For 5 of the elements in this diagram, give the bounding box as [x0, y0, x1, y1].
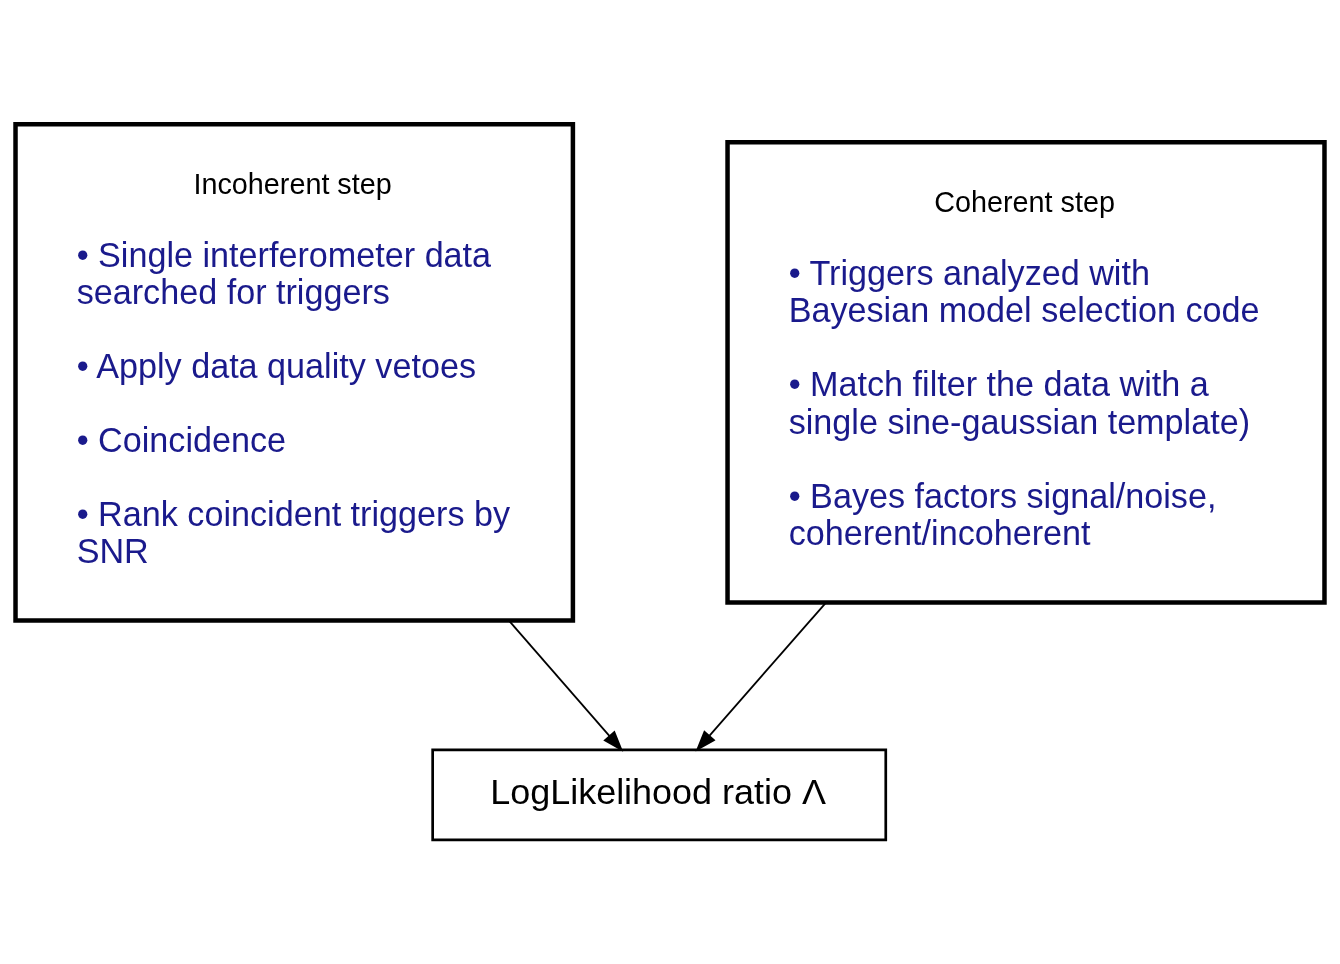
- node-box: Coherent step • Triggers analyzed with Bayesian model selection code • Match filter the data with a single sine-gaussian template) • Bayes factors signal/noise, coherent/incoherent: [725, 139, 1327, 605]
- node-box: Incoherent step • Single interferometer data searched for triggers • Apply data quality vetoes • Coincidence • Rank coincident triggers by SNR: [13, 121, 576, 623]
- node-box: LogLikelihood ratio Λ: [431, 748, 888, 842]
- arrow: [508, 619, 624, 752]
- arrow: [695, 601, 827, 752]
